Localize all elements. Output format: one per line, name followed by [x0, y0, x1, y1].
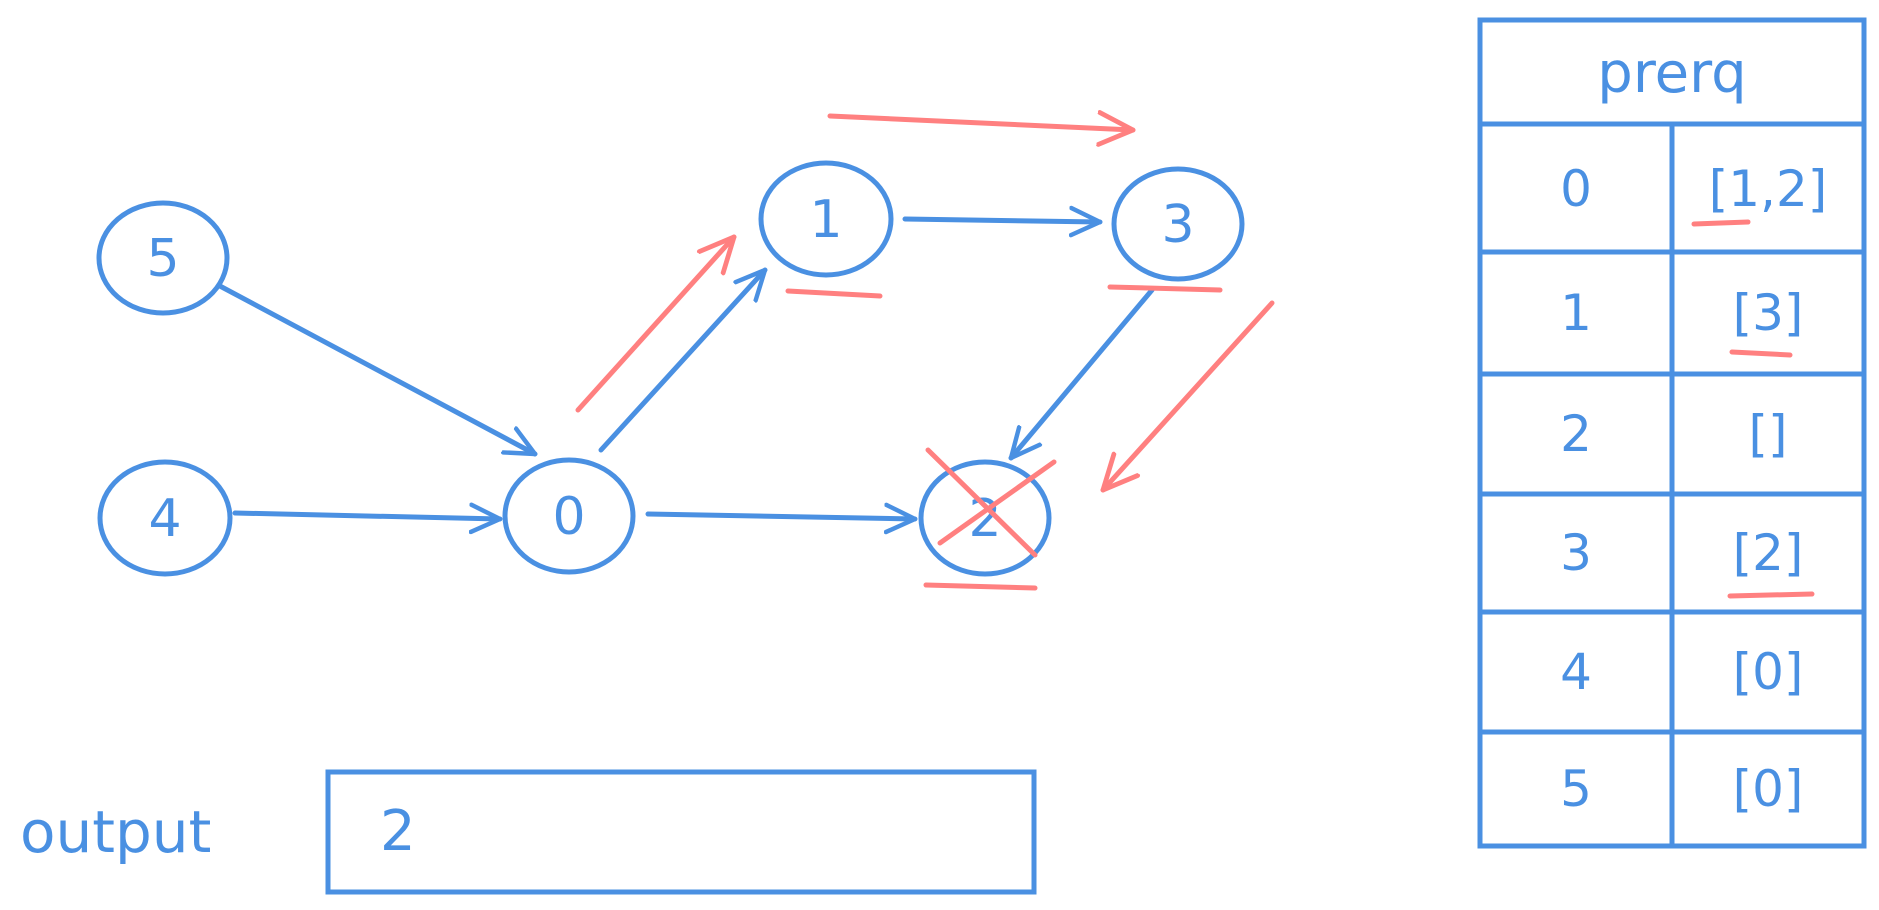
edge-1-to-3: [902, 219, 1103, 222]
table-visited-markers: [1691, 219, 1815, 599]
graph-edges: [215, 219, 1155, 519]
node-4-label: 4: [148, 489, 181, 549]
prereq-key: 3: [1560, 524, 1592, 582]
prereq-table: prerq 0 [1,2] 1 [3] 2 [] 3 [2] 4 [0] 5 […: [1477, 17, 1867, 849]
node-0-label: 0: [552, 487, 585, 547]
edge-3-to-2: [1008, 287, 1155, 461]
graph-nodes: 5 4 0 1 3 2: [96, 160, 1245, 577]
prereq-value: [0]: [1733, 760, 1804, 818]
node-2-cross-mark: [925, 447, 1057, 558]
visited-underline-node-3: [1107, 284, 1223, 293]
traversal-arrow-3-to-2: [1100, 300, 1275, 493]
prereq-value: [2]: [1733, 524, 1804, 582]
node-3-label: 3: [1161, 195, 1194, 255]
prereq-row: 4 [0]: [1560, 643, 1803, 701]
edge-0-to-1: [598, 267, 768, 453]
prereq-row: 0 [1,2]: [1560, 160, 1827, 218]
table-underline-row1: [1729, 349, 1793, 358]
visited-underline-node-2: [923, 582, 1038, 591]
traversal-arrow-1-to-3: [827, 116, 1136, 130]
node-3: 3: [1111, 166, 1245, 282]
visited-underline-node-1: [785, 288, 883, 299]
node-5: 5: [96, 200, 230, 316]
table-underline-row3: [1727, 591, 1815, 599]
visited-markers: [785, 284, 1223, 591]
output-box: [325, 769, 1037, 895]
table-underline-row0: [1691, 219, 1751, 227]
prereq-value: [0]: [1733, 643, 1804, 701]
prereq-table-header: prerq: [1597, 41, 1746, 106]
prereq-key: 0: [1560, 160, 1592, 218]
output-value: 2: [380, 799, 416, 864]
prereq-row: 5 [0]: [1560, 760, 1803, 818]
edge-5-to-0: [215, 282, 538, 457]
prereq-value: []: [1748, 405, 1787, 463]
prereq-row: 3 [2]: [1560, 524, 1803, 582]
prereq-row: 2 []: [1560, 405, 1787, 463]
prereq-key: 5: [1560, 760, 1592, 818]
prereq-key: 4: [1560, 643, 1592, 701]
prereq-key: 2: [1560, 405, 1592, 463]
output-label: output: [20, 798, 211, 866]
prereq-row: 1 [3]: [1560, 284, 1803, 342]
node-1-label: 1: [809, 190, 842, 250]
node-5-label: 5: [146, 229, 179, 289]
node-4: 4: [97, 459, 233, 577]
traversal-arrow-0-to-1: [575, 234, 737, 413]
output-section: output 2: [20, 769, 1037, 895]
prereq-value: [3]: [1733, 284, 1804, 342]
node-1: 1: [758, 160, 894, 278]
edge-0-to-2: [645, 514, 918, 519]
prereq-key: 1: [1560, 284, 1592, 342]
prereq-value: [1,2]: [1709, 160, 1828, 218]
node-0: 0: [502, 457, 636, 575]
edge-4-to-0: [232, 513, 503, 519]
traversal-arrows: [575, 116, 1275, 493]
